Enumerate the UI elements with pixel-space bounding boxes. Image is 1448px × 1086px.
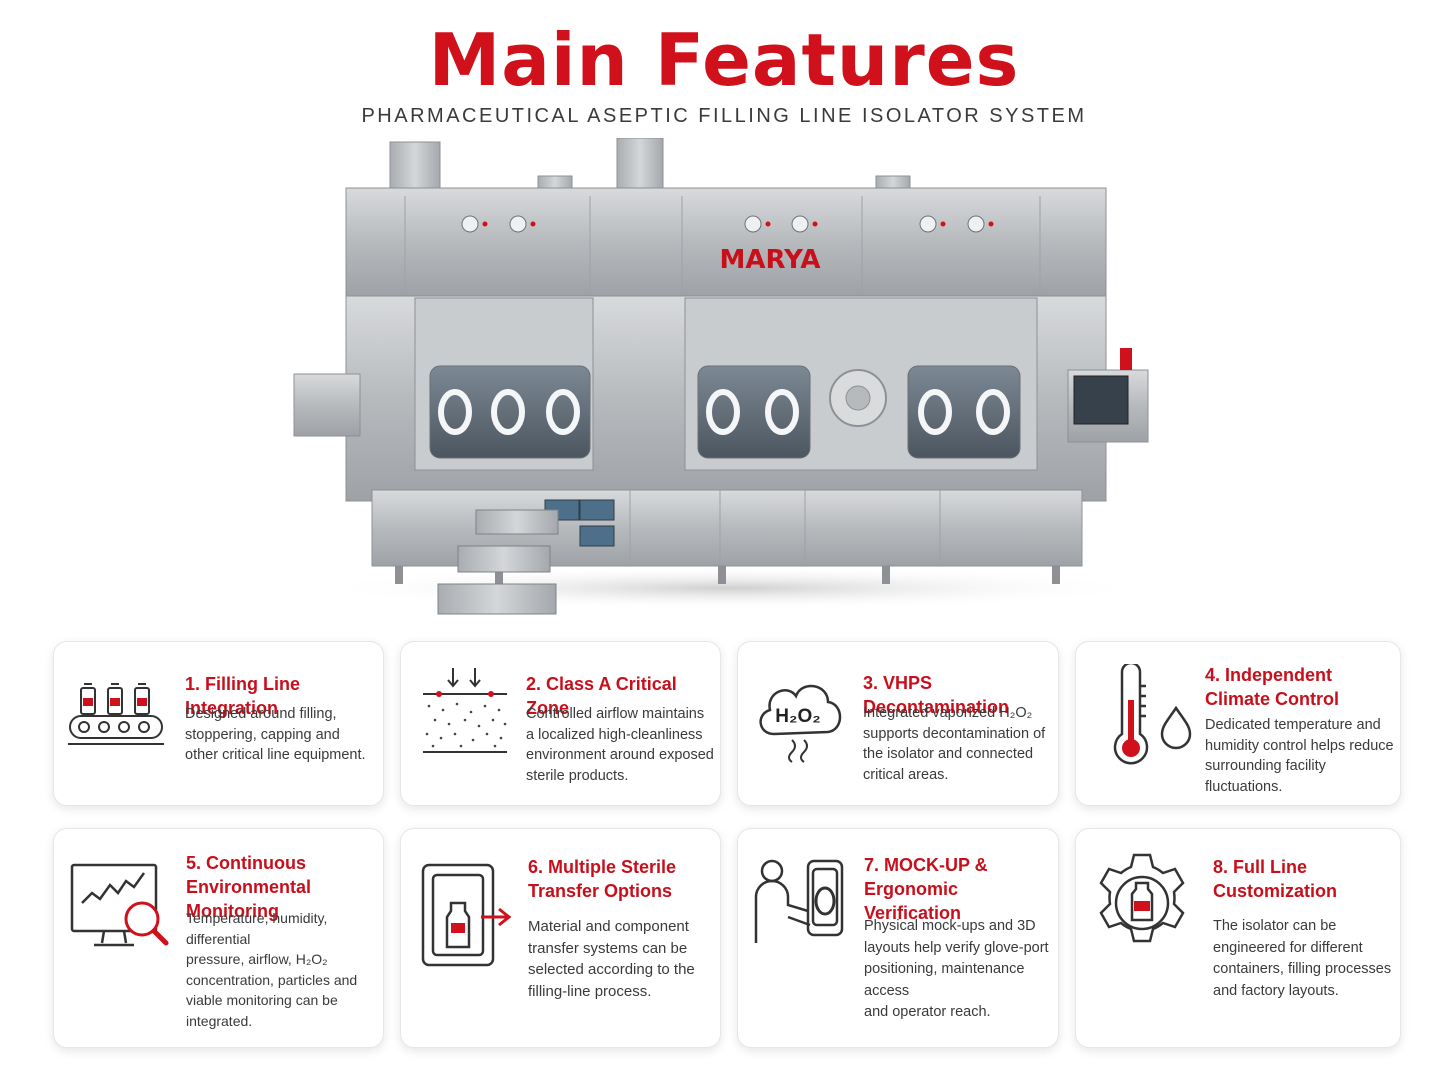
feature-card-1: 1. Filling Line Integration Designed aro… bbox=[53, 641, 384, 806]
feature-description: Dedicated temperature and humidity contr… bbox=[1205, 717, 1394, 795]
conveyor-bottles-icon bbox=[68, 683, 164, 745]
feature-title: 2. Class A Critical Zone bbox=[526, 674, 677, 718]
feature-card-8: 8. Full Line Customization The isolator … bbox=[1075, 828, 1401, 1048]
feature-title: 4. Independent Climate Control bbox=[1205, 665, 1340, 709]
laminar-airflow-icon bbox=[423, 668, 507, 753]
transfer-port-icon bbox=[421, 863, 512, 967]
thermometer-droplet-icon bbox=[1113, 664, 1192, 765]
feature-description: Physical mock-ups and 3D layouts help ve… bbox=[864, 918, 1049, 1020]
brand-logo: MARYA bbox=[719, 245, 820, 275]
feature-description: Integrated vaporized H₂O₂ supports decon… bbox=[863, 705, 1046, 783]
feature-card-6: 6. Multiple Sterile Transfer Options Mat… bbox=[400, 828, 721, 1048]
feature-card-7: 7. MOCK-UP & Ergonomic Verification Phys… bbox=[737, 828, 1059, 1048]
operator-glove-port-icon bbox=[754, 859, 844, 943]
feature-description: Controlled airflow maintains a localized… bbox=[526, 706, 714, 784]
feature-title: 5. Continuous Environmental Monitoring bbox=[186, 853, 312, 921]
page-title: Main Features bbox=[428, 18, 1020, 102]
gear-vial-icon bbox=[1099, 853, 1185, 943]
feature-title: 6. Multiple Sterile Transfer Options bbox=[528, 857, 677, 901]
feature-description: Temperature, humidity, differential pres… bbox=[186, 910, 358, 1029]
feature-card-4: 4. Independent Climate Control Dedicated… bbox=[1075, 641, 1401, 806]
feature-description: Designed around filling, stoppering, cap… bbox=[185, 706, 366, 763]
monitor-magnifier-icon bbox=[70, 863, 169, 947]
h2o2-cloud-icon: H₂O₂ bbox=[759, 684, 842, 763]
feature-card-5: 5. Continuous Environmental Monitoring T… bbox=[53, 828, 384, 1048]
feature-card-2: 2. Class A Critical Zone Controlled airf… bbox=[400, 641, 721, 806]
feature-description: Material and component transfer systems … bbox=[528, 918, 695, 1000]
h2o2-label: H₂O₂ bbox=[775, 706, 820, 727]
feature-card-3: H₂O₂ 3. VHPS Decontamination Integrated … bbox=[737, 641, 1059, 806]
feature-title: 1. Filling Line Integration bbox=[185, 674, 301, 718]
feature-title: 7. MOCK-UP & Ergonomic Verification bbox=[864, 855, 988, 923]
feature-description: The isolator can be engineered for diffe… bbox=[1213, 918, 1392, 999]
page-subtitle: PHARMACEUTICAL ASEPTIC FILLING LINE ISOL… bbox=[361, 105, 1087, 127]
feature-title: 3. VHPS Decontamination bbox=[863, 673, 1010, 717]
isolator-machine-image: MARYA bbox=[293, 138, 1150, 615]
feature-title: 8. Full Line Customization bbox=[1213, 857, 1337, 901]
